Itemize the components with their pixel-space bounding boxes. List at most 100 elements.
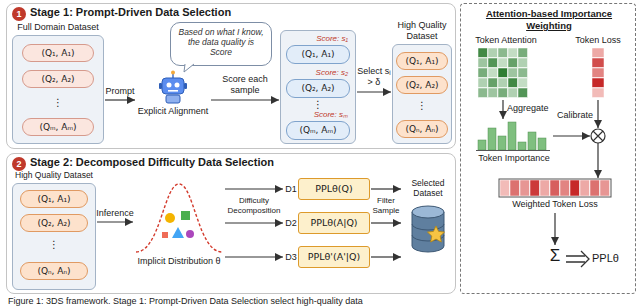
attention-cell	[478, 78, 488, 88]
qa-pair: (Q₁, A₁)	[22, 44, 94, 62]
difficulty-box: D3PPLθ'(A'|Q)	[284, 246, 370, 268]
attention-cell	[498, 48, 508, 58]
attention-cell	[488, 48, 498, 58]
importance-bar	[518, 142, 526, 150]
attention-cell	[518, 68, 528, 78]
difficulty-box: D2PPLθ(A|Q)	[284, 212, 370, 234]
connector-arrow	[225, 256, 283, 257]
panel-title: Stage 2: Decomposed Difficulty Data Sele…	[30, 156, 274, 169]
importance-bar	[508, 122, 516, 150]
dataset-title: Full Domain Dataset	[17, 22, 99, 33]
multiply-symbol	[591, 129, 605, 143]
annotation-label: Token Importance	[466, 153, 562, 164]
annotation-label: Token Attention	[468, 35, 544, 46]
sample-pill: (Q₂, A₂)	[22, 70, 94, 88]
product-arrow	[597, 143, 598, 178]
bell-curve-line	[136, 184, 222, 252]
edge-label: Select sᵢ > δ	[357, 66, 391, 88]
loss-cell	[592, 48, 604, 58]
cylinder-top	[412, 206, 444, 218]
weighted-loss-cell	[550, 180, 560, 196]
perplexity-formula: PPLθ(Q)	[298, 178, 370, 200]
bubble-tail-shape	[184, 64, 194, 72]
weighted-loss-cell	[530, 180, 540, 196]
annotation-label: Weighted Token Loss	[495, 199, 615, 210]
cylinder-ring	[412, 224, 444, 241]
ellipsis-mark: ⋮	[20, 239, 88, 251]
sample-pill: (Q₁, A₁)	[20, 190, 88, 208]
edge-label: Difficulty Decomposition	[224, 196, 284, 216]
panel-title: Stage 1: Prompt-Driven Data Selection	[30, 6, 231, 19]
robot-eye	[167, 83, 172, 88]
dataset-box: High Quality Dataset(Q₁, A₁)(Q₂, A₂)(Qₙ,…	[392, 20, 452, 144]
loss-cell	[592, 88, 604, 98]
annotation-label: Σ	[545, 246, 565, 265]
calibrate-arrow	[597, 100, 598, 128]
annotation-label: Calibrate	[548, 110, 593, 121]
attention-cell	[508, 78, 518, 88]
attention-cell	[488, 78, 498, 88]
speech-bubble: Based on what I know, the data quality i…	[170, 22, 272, 66]
quality-score: Score: s₂	[316, 68, 348, 78]
attention-cell	[498, 58, 508, 68]
importance-bar	[498, 136, 506, 150]
weighted-loss-cell	[500, 180, 510, 196]
difficulty-id: D2	[284, 212, 298, 234]
sample-pill: (Qₙ, Aₙ)	[396, 120, 448, 138]
sample-pill: (Qₙ, Aₙ)	[20, 262, 88, 280]
robot-eye	[175, 83, 180, 88]
difficulty-id: D3	[284, 246, 298, 268]
sample-pill: Score: s₁(Q₁, A₁)	[286, 34, 350, 64]
step-badge: 1	[12, 7, 26, 21]
step-number: 2	[12, 157, 26, 171]
attention-cell	[478, 48, 488, 58]
connector-arrow	[225, 188, 283, 189]
weighted-loss-cell	[570, 180, 580, 196]
perplexity-formula: PPLθ'(A'|Q)	[298, 246, 370, 268]
sample-pill: (Q₁, A₁)	[22, 44, 94, 62]
loss-cell	[592, 58, 604, 68]
attention-cell	[518, 78, 528, 88]
attention-cell	[508, 58, 518, 68]
difficulty-box: D1PPLθ(Q)	[284, 178, 370, 200]
loss-bar-frame	[499, 179, 611, 197]
connector-arrow	[371, 188, 401, 189]
dataset-box: High Quality Dataset(Q₁, A₁)(Q₂, A₂)(Qₙ,…	[12, 170, 96, 290]
sample-square	[181, 211, 190, 220]
qa-pair: (Q₂, A₂)	[22, 70, 94, 88]
qa-pair: (Q₁, A₁)	[20, 190, 88, 208]
perplexity-formula: PPLθ(A|Q)	[298, 212, 370, 234]
connector-arrow	[225, 222, 283, 223]
sample-pill: Score: s₂(Q₂, A₂)	[286, 68, 350, 98]
attention-cell	[498, 68, 508, 78]
database-icon: Selected Dataset	[402, 178, 454, 268]
sample-pill: (Q₁, A₁)	[396, 52, 448, 70]
stage-panel: Stage 2: Decomposed Difficulty Data Sele…	[6, 153, 456, 294]
robot-ear	[184, 83, 187, 89]
attention-cell	[488, 88, 498, 98]
multiply-cross	[593, 131, 603, 141]
connector-arrow	[105, 99, 135, 100]
qa-pair: (Qₙ, Aₙ)	[20, 262, 88, 280]
quality-score: Score: sₘ	[314, 110, 348, 120]
step-badge: 2	[12, 157, 26, 171]
weighted-loss-cell	[600, 180, 610, 196]
sample-pill: (Qₘ, Aₘ)	[22, 118, 94, 136]
bubble-tail	[183, 64, 197, 73]
figure-caption: Figure 1: 3DS framework. Stage 1: Prompt…	[8, 296, 363, 307]
weighted-loss-cell	[560, 180, 570, 196]
qa-pair: (Q₂, A₂)	[20, 214, 88, 232]
bubble-text: Based on what I know, the data quality i…	[176, 27, 266, 57]
sample-dot	[165, 213, 175, 223]
star-icon	[428, 226, 445, 242]
robot-head	[162, 78, 184, 94]
attention-cell	[508, 88, 518, 98]
annotation-label: PPLθ	[592, 252, 634, 265]
cell-group	[478, 48, 610, 196]
robot-mouth	[168, 90, 178, 92]
attention-cell	[478, 68, 488, 78]
connector-arrow	[371, 256, 401, 257]
importance-bar	[528, 132, 536, 150]
edge-label: Inference	[95, 208, 135, 219]
sample-pill: Score: sₘ(Qₘ, Aₘ)	[286, 110, 350, 140]
